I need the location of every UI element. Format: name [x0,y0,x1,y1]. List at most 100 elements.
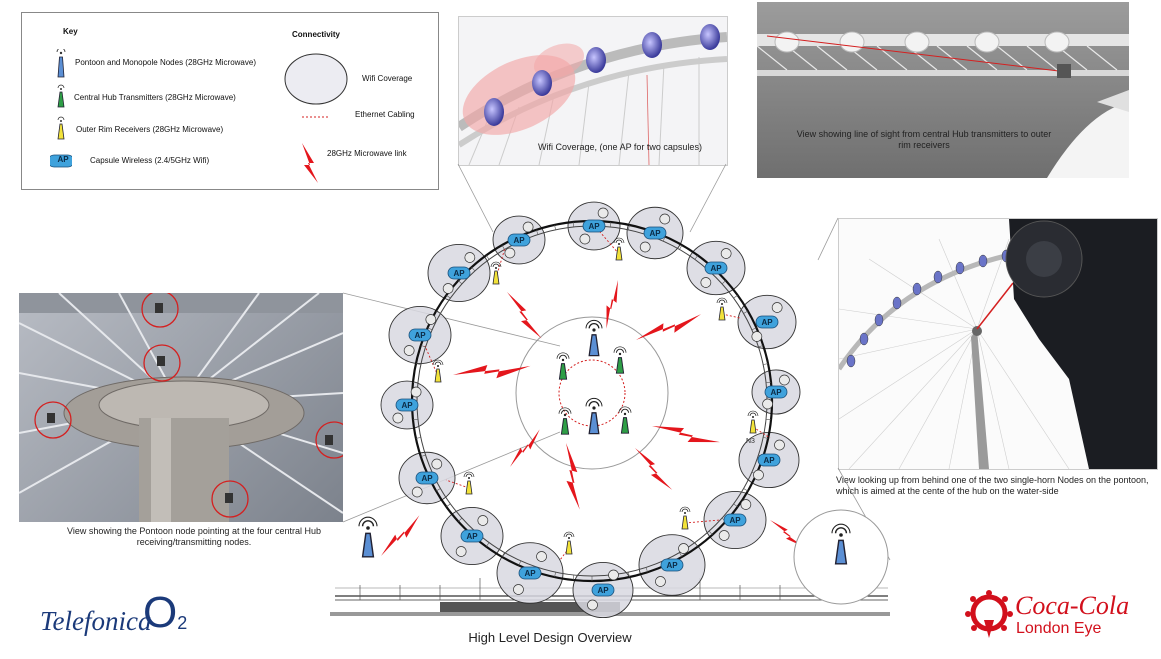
capsule-globe-icon [579,233,591,245]
hub-transmitter-icon [558,407,572,435]
legend-box: Key Connectivity AP Pontoon and Monopole… [21,12,439,190]
antenna-arc-icon [618,406,632,413]
capsule-globe-icon [774,439,785,451]
antenna-arc-icon [834,527,848,534]
ap-badge-label: AP [466,532,478,541]
capsule-globe-icon [639,241,651,253]
capsule-globe-icon [455,546,467,557]
ap-badge-icon [704,261,728,275]
capsule-globe-icon [513,584,524,595]
o2-logo: O2 [143,588,187,638]
ap-badge-label: AP [421,474,433,483]
capsule-globe-icon [771,302,783,313]
rim-receiver-icon [490,261,502,285]
connectivity-icons [284,53,348,183]
antenna-tip-icon [839,533,843,537]
ap-badge-icon [660,558,684,572]
hub-node-group [556,320,632,435]
antenna-tip-icon [592,328,596,332]
ap-badge-label: AP [763,456,775,465]
antenna-arc-icon [465,473,473,478]
rim-tick [458,517,463,522]
legend-label-capsule-wireless: Capsule Wireless (2.4/5GHz Wifi) [90,156,210,165]
rim-tick [435,310,441,314]
capsule-globe-icon [597,207,609,219]
ap-badge-icon [447,266,471,280]
antenna-arc-icon [747,410,759,417]
central-hub-coverage [515,316,669,470]
monopole-node-right [831,523,851,565]
antenna-arc-icon [831,523,851,534]
capsule-globe-icon [536,551,547,562]
node-body-icon [615,357,625,374]
antenna-arc-icon [585,320,603,329]
capsule-globe-icon [753,469,764,481]
antenna-arc-icon [563,531,575,538]
rim-tick [536,229,539,235]
ap-badge-icon [764,385,788,399]
antenna-arc-icon [585,398,603,407]
antenna-tip-icon [561,358,565,362]
rim-tick [758,345,764,348]
microwave-link-icon [566,443,580,510]
rim-receiver-icon [432,359,444,383]
ap-badge-label: AP [666,561,678,570]
capsule-coverage-group [380,201,801,619]
rim-tick [435,488,441,492]
ap-badge-icon [460,529,484,543]
rim-tick [471,267,476,272]
rim-tick [721,280,726,285]
ap-badge-label: AP [524,569,536,578]
antenna-arc-icon [565,533,573,538]
rim-receiver-icon [747,410,759,434]
microwave-link-icon [381,515,420,556]
antenna-arc-icon [613,237,625,244]
ap-badge-label: AP [513,236,525,245]
ethernet-cable [559,547,570,561]
wifi-coverage-icon [284,53,348,105]
rim-tick [518,560,522,566]
antenna-arc-icon [432,359,444,366]
hub-monopole-top-icon [585,320,603,357]
pontoon-node-render [19,293,343,522]
capsule-globe-icon [659,213,671,225]
capsule-globe-icon [522,221,534,233]
microwave-link-icon [636,314,702,340]
ethernet-cable [721,313,741,319]
capsule-tag-n3: N3 [746,438,755,445]
node-body-icon [588,334,600,357]
capsule-globe-icon [751,331,763,342]
ap-badge-label: AP [57,155,69,164]
antenna-tip-icon [752,416,754,418]
node-body-icon [681,515,689,530]
ethernet-cable [752,426,771,439]
ap-badge-icon [518,566,542,580]
looking-up-photo [838,218,1158,470]
capsule-globe-icon [464,252,476,263]
green-node-icon [57,84,65,108]
rim-tick [628,224,630,230]
rim-tick [554,224,556,230]
line-of-sight-render [757,31,1129,178]
node-body-icon [718,306,726,321]
ethernet-cable [424,345,439,377]
microwave-link-group [381,280,805,556]
rim-tick [572,221,575,227]
antenna-arc-icon [615,239,623,244]
rim-tick [766,381,772,384]
microwave-link-icon [453,364,531,379]
rim-tick [763,437,769,439]
antenna-arc-icon [358,516,378,527]
pontoon-node-photo [19,293,343,522]
caption-wifi-coverage: Wifi Coverage, (one AP for two capsules) [538,142,702,152]
node-body-icon [620,417,630,434]
rim-tick [743,488,749,492]
antenna-tip-icon [592,406,596,410]
rim-tick [501,552,505,558]
node-body-icon [361,532,375,558]
ap-badge-icon [757,453,781,467]
rim-tick [446,503,451,508]
antenna-tip-icon [563,413,567,417]
hub-transmitter-icon [613,346,627,374]
antenna-tip-icon [623,412,627,416]
